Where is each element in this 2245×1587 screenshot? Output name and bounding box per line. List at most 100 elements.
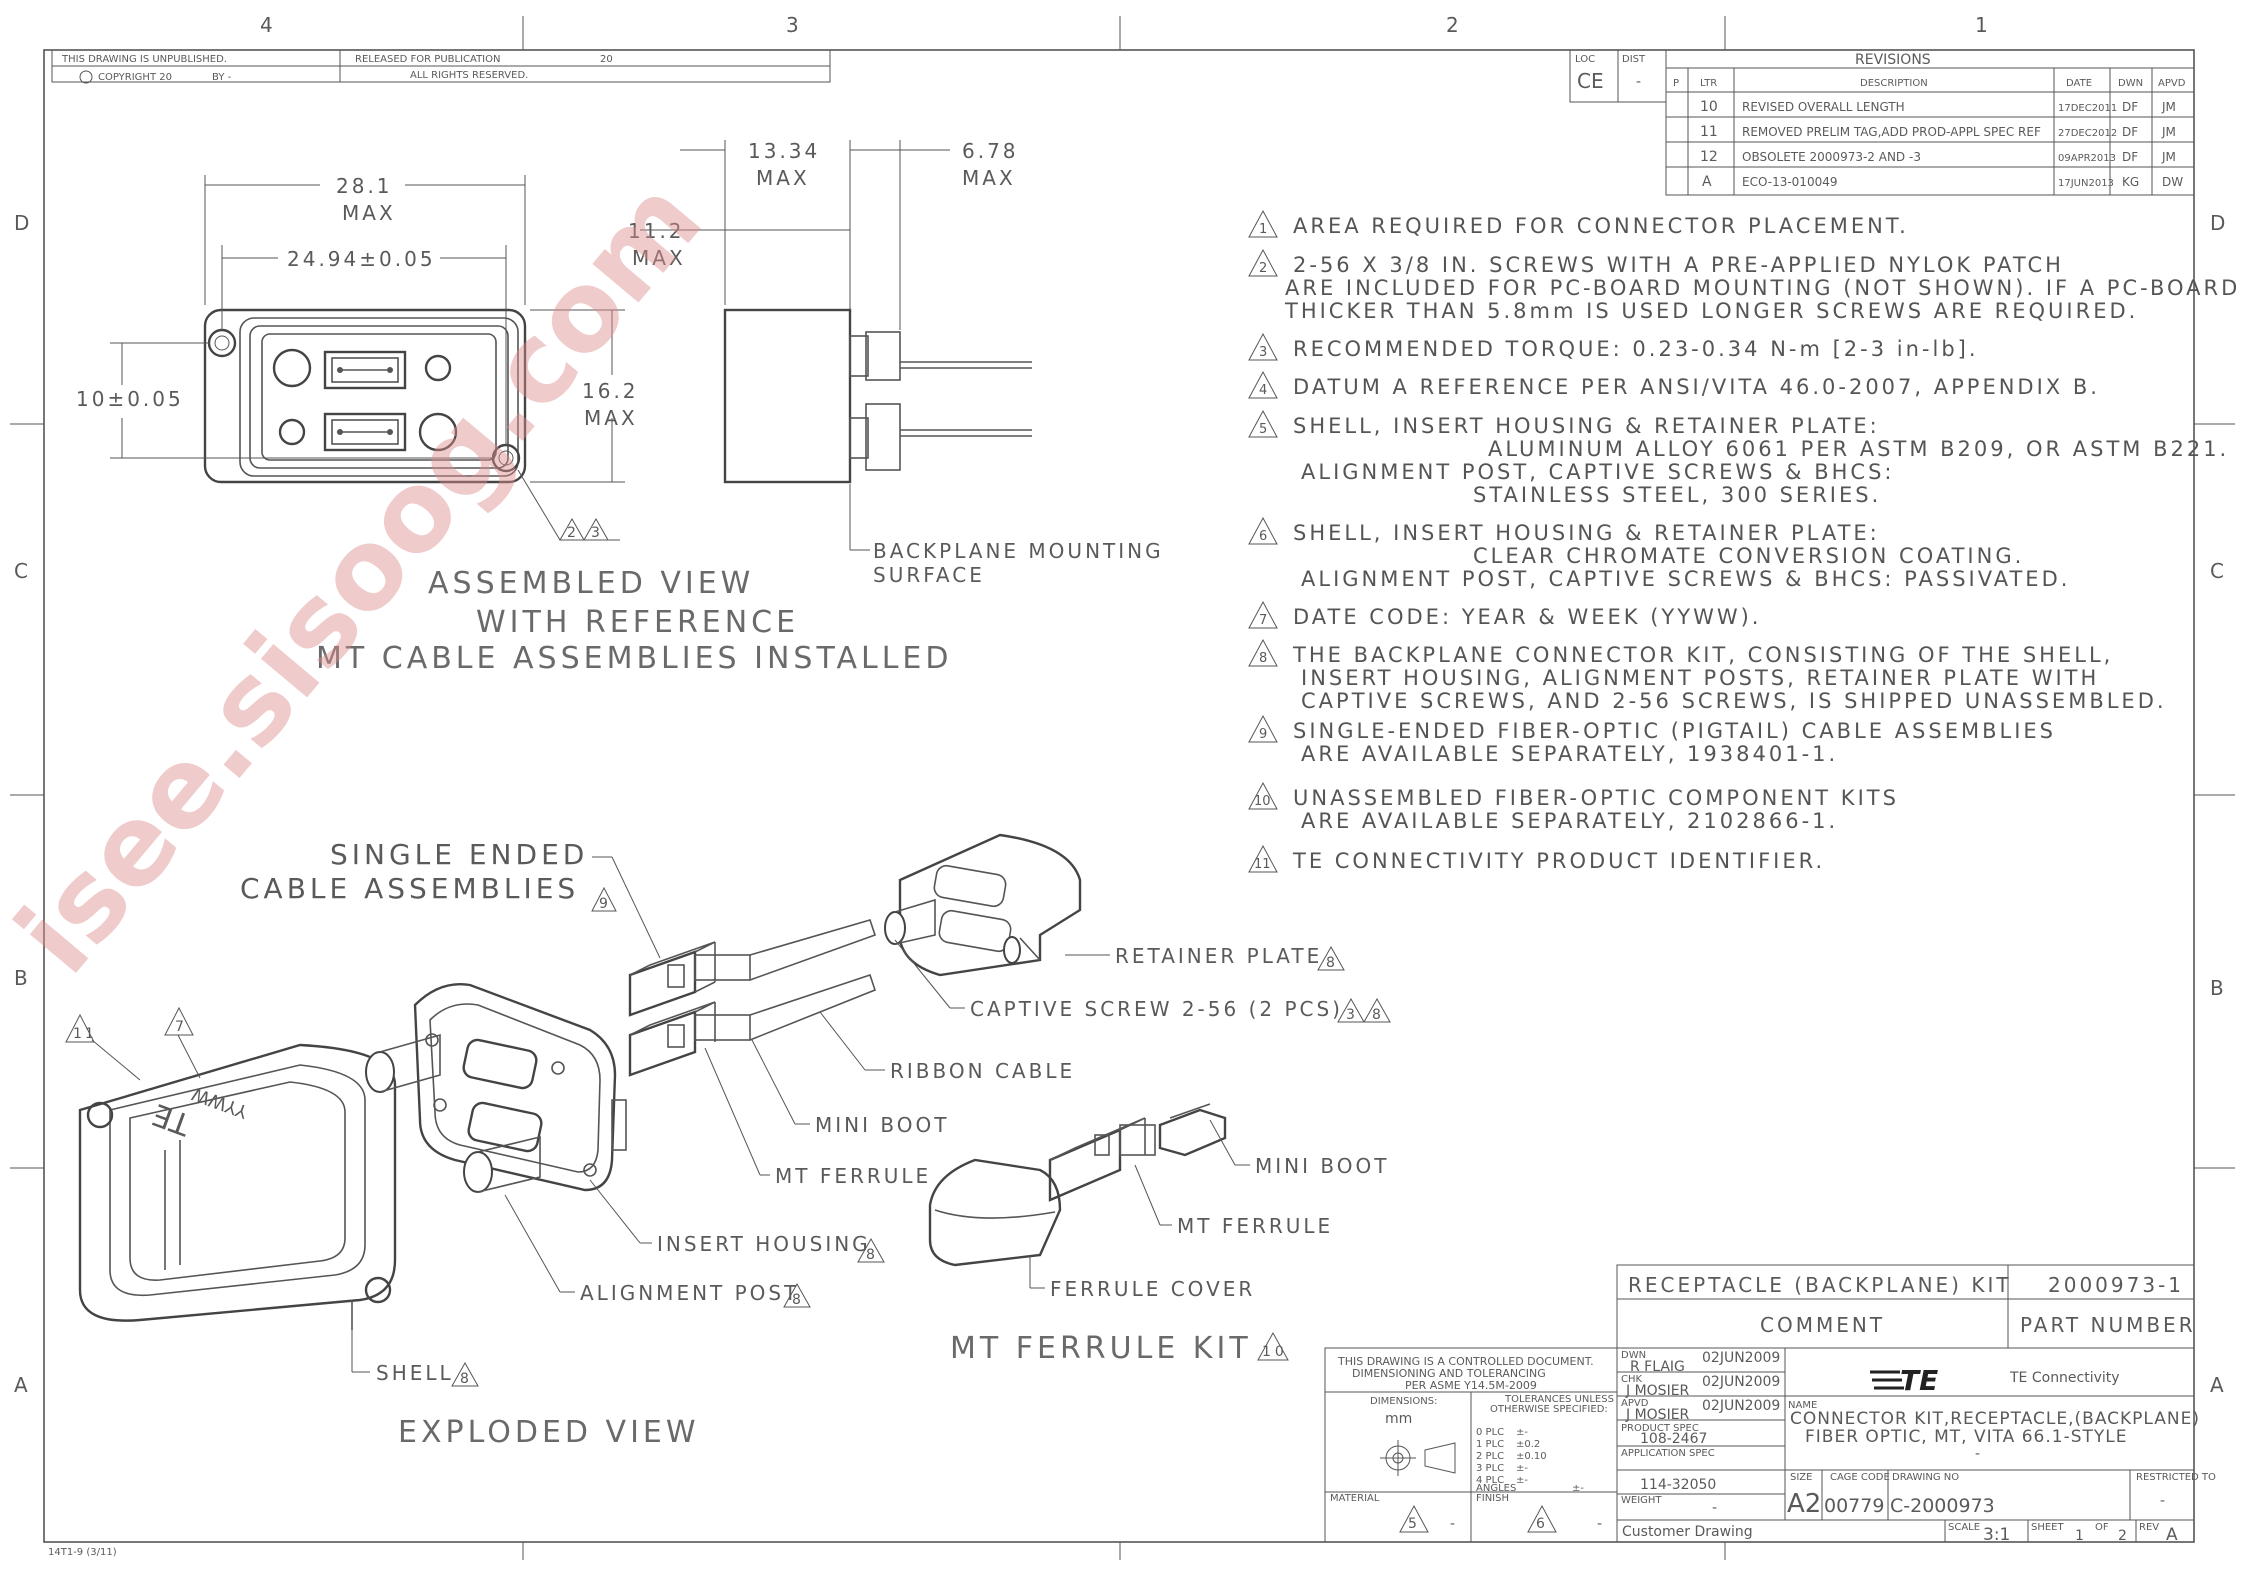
dim-13-34-max: MAX	[756, 166, 810, 190]
dim-16-2: 16.2	[582, 379, 639, 403]
rev-row-date: 17DEC2011	[2058, 103, 2117, 114]
tol-value: ±-	[1516, 1427, 1528, 1438]
restricted-value: -	[2160, 1493, 2165, 1509]
rev-value: A	[2166, 1525, 2178, 1545]
note-text: UNASSEMBLED FIBER-OPTIC COMPONENT KITS	[1293, 786, 1899, 810]
note-text: SHELL, INSERT HOUSING & RETAINER PLATE:	[1293, 521, 1880, 545]
note-text: INSERT HOUSING, ALIGNMENT POSTS, RETAINE…	[1301, 666, 2099, 690]
note-flag-icon	[1248, 781, 1278, 810]
callout-retainer-plate: RETAINER PLATE	[1115, 944, 1322, 968]
note-flag-icon	[1248, 370, 1278, 399]
revisions-table: REVISIONS P LTR DESCRIPTION DATE DWN APV…	[1665, 49, 2195, 196]
note-text: CLEAR CHROMATE CONVERSION COATING.	[1473, 544, 2024, 568]
assembled-title-1: ASSEMBLED VIEW	[428, 566, 754, 601]
loc-label: LOC	[1575, 54, 1595, 65]
dim-16-2-max: MAX	[584, 406, 638, 430]
flag-icon	[591, 886, 617, 912]
material-label: MATERIAL	[1330, 1493, 1380, 1504]
kit-name: RECEPTACLE (BACKPLANE) KIT	[1628, 1273, 2012, 1297]
rev-row-dwn: DF	[2122, 150, 2138, 164]
callout-single-ended-2: CABLE ASSEMBLIES	[240, 872, 579, 905]
product-spec: 108-2467	[1640, 1431, 1707, 1447]
rev-header-apvd: APVD	[2158, 78, 2186, 89]
zone-side-a: A	[14, 1373, 31, 1397]
note-flag-icon	[1248, 600, 1278, 629]
rev-header-dwn: DWN	[2118, 78, 2143, 89]
part-name-line-3: -	[1975, 1446, 1980, 1462]
chk-label: CHK	[1621, 1374, 1643, 1385]
cage-code: 00779	[1824, 1495, 1884, 1517]
dist-value: -	[1636, 74, 1641, 90]
zone-side-d: D	[14, 211, 32, 235]
mt-ferrule-kit-part	[928, 1103, 1227, 1267]
rev-row-dwn: DF	[2122, 100, 2138, 114]
apvd-date: 02JUN2009	[1702, 1398, 1780, 1414]
released-text: RELEASED FOR PUBLICATION	[355, 54, 500, 65]
rev-row-ltr: A	[1702, 174, 1712, 190]
note-number: 7	[1259, 613, 1267, 628]
mt-ferrule-kit-title: MT FERRULE KIT	[950, 1331, 1252, 1366]
note-flag-icon	[1248, 844, 1278, 873]
weight-label: WEIGHT	[1621, 1495, 1662, 1506]
single-ended-flag: 9	[599, 896, 611, 912]
exploded-view-titles: EXPLODED VIEW MT FERRULE KIT 10	[398, 1331, 1289, 1450]
insert-housing-part	[365, 983, 627, 1193]
mt-kit-flag: 10	[1262, 1344, 1288, 1360]
restricted-label: RESTRICTED TO	[2136, 1472, 2216, 1483]
zone-top-2: 2	[1446, 13, 1462, 37]
tol-key: ANGLES	[1476, 1483, 1516, 1494]
tol-key: 4 PLC	[1476, 1475, 1504, 1486]
tol-value: ±0.10	[1516, 1451, 1547, 1462]
form-number: 14T1-9 (3/11)	[48, 1547, 117, 1558]
zone-side-c-right: C	[2210, 559, 2227, 583]
zone-side-c: C	[14, 559, 31, 583]
copyright-icon	[79, 70, 93, 84]
note-number: 6	[1259, 529, 1267, 544]
note-number: 1	[1259, 222, 1267, 237]
finish-label: FINISH	[1476, 1493, 1509, 1504]
note-text: DATUM A REFERENCE PER ANSI/VITA 46.0-200…	[1293, 375, 2100, 399]
flag-2: 2	[567, 525, 576, 541]
note-text: ARE AVAILABLE SEPARATELY, 2102866-1.	[1301, 809, 1838, 833]
weight-value: -	[1712, 1500, 1717, 1516]
dim-28-1-max: MAX	[342, 201, 396, 225]
dimension-values: 28.1 MAX 24.94±0.05 13.34 MAX 6.78 MAX 1…	[76, 139, 1016, 430]
flag-icon	[783, 1282, 811, 1308]
dist-label: DIST	[1622, 54, 1646, 65]
shell-marking-te: TE	[148, 1096, 196, 1142]
sheet-value: 1	[2075, 1528, 2084, 1544]
zone-top-1: 1	[1975, 13, 1991, 37]
tol-key: 1 PLC	[1476, 1439, 1504, 1450]
controlled-line-1: THIS DRAWING IS A CONTROLLED DOCUMENT.	[1337, 1355, 1594, 1368]
drawing-no-label: DRAWING NO	[1892, 1472, 1959, 1483]
application-spec-label: APPLICATION SPEC	[1621, 1448, 1715, 1459]
flag-icon	[451, 1361, 479, 1387]
rev-row-ltr: 11	[1700, 124, 1718, 140]
callout-single-ended-1: SINGLE ENDED	[330, 838, 588, 871]
tol-value: ±-	[1516, 1463, 1528, 1474]
note-text: AREA REQUIRED FOR CONNECTOR PLACEMENT.	[1293, 214, 1909, 238]
projection-symbol-icon	[1380, 1440, 1456, 1476]
part-name-line-1: CONNECTOR KIT,RECEPTACLE,(BACKPLANE)	[1790, 1409, 2200, 1429]
assembled-title-3: MT CABLE ASSEMBLIES INSTALLED	[316, 641, 952, 676]
sheet-of: OF	[2095, 1522, 2109, 1533]
note-flag-icon	[1248, 209, 1278, 238]
dim-11-2: 11.2	[628, 219, 685, 243]
callout-leaders	[91, 856, 1250, 1373]
retainer-plate-part	[884, 833, 1082, 977]
rev-row-apvd: DW	[2162, 175, 2183, 189]
chk-date: 02JUN2009	[1702, 1374, 1780, 1390]
finish-dash: -	[1597, 1516, 1602, 1532]
note-text: 2-56 X 3/8 IN. SCREWS WITH A PRE-APPLIED…	[1293, 253, 2064, 277]
released-year: 20	[600, 54, 613, 65]
product-spec-label: PRODUCT SPEC	[1621, 1423, 1699, 1434]
comment-label: COMMENT	[1760, 1313, 1885, 1337]
flag-3: 3	[591, 525, 600, 541]
sheet-label: SHEET	[2031, 1522, 2065, 1533]
callout-captive-screw: CAPTIVE SCREW 2-56 (2 PCS)	[970, 997, 1343, 1021]
tol-value: ±-	[1516, 1475, 1528, 1486]
rev-row-dwn: KG	[2122, 175, 2139, 189]
copyright-text: COPYRIGHT 20	[98, 72, 172, 83]
flag-icon	[857, 1237, 885, 1263]
note-number: 4	[1259, 383, 1267, 398]
